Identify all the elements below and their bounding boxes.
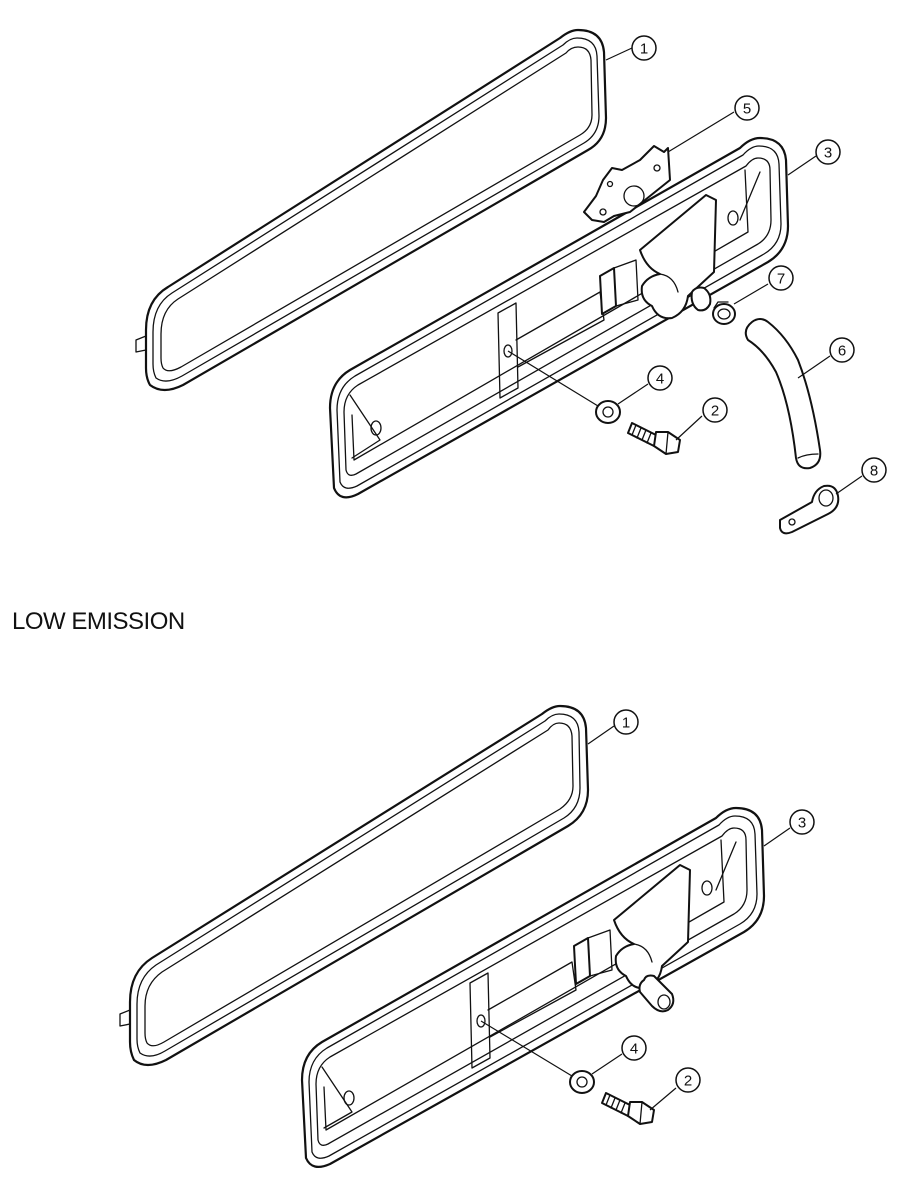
svg-text:4: 4 [656,371,664,388]
callout-4: 4 [647,365,673,391]
leader-3 [787,155,817,176]
callout-2: 2 [702,397,728,423]
le-leader-1 [587,725,615,745]
bolt-part [627,422,681,455]
le-leader-2 [649,1087,677,1111]
hose-clamp-part [712,301,736,325]
baffle-plate-part [583,145,671,223]
callout-7: 7 [768,265,794,291]
leader-5 [667,111,735,153]
low-emission-label: LOW EMISSION [12,608,185,635]
svg-text:8: 8 [870,463,878,480]
breather-hose-part [744,318,822,470]
svg-text:5: 5 [743,101,751,118]
svg-text:6: 6 [838,343,846,360]
callout-8: 8 [861,457,887,483]
standard-assembly: 1 5 3 7 6 4 2 8 [135,28,887,535]
leader-4 [507,350,649,407]
valve-cover-part [328,136,790,499]
gasket-part [135,28,608,392]
le-leader-3 [763,827,791,847]
leader-6 [797,355,831,379]
svg-text:1: 1 [622,715,630,732]
le-gasket-part [119,704,590,1067]
svg-text:3: 3 [824,145,832,162]
svg-text:2: 2 [711,403,719,420]
leader-7 [733,283,769,305]
callout-3: 3 [815,139,841,165]
le-bolt-part [601,1092,655,1125]
leader-8 [835,475,863,495]
le-leader-4 [480,1020,623,1077]
callout-5: 5 [734,95,760,121]
callout-6: 6 [829,337,855,363]
low-emission-assembly: 1 3 4 2 [119,704,815,1169]
hose-bracket-part [779,484,840,535]
svg-text:2: 2 [684,1073,692,1090]
le-washer-part [569,1070,595,1094]
svg-text:7: 7 [777,271,785,288]
svg-text:4: 4 [630,1041,638,1058]
leader-1 [605,47,633,61]
leader-2 [675,415,703,441]
le-callout-1: 1 [613,709,639,735]
le-valve-cover-part [300,806,766,1169]
le-callout-4: 4 [621,1035,647,1061]
callout-1: 1 [631,35,657,61]
washer-part [595,400,621,424]
svg-text:3: 3 [798,815,806,832]
le-callout-3: 3 [789,809,815,835]
svg-text:1: 1 [640,41,648,58]
le-callout-2: 2 [675,1067,701,1093]
